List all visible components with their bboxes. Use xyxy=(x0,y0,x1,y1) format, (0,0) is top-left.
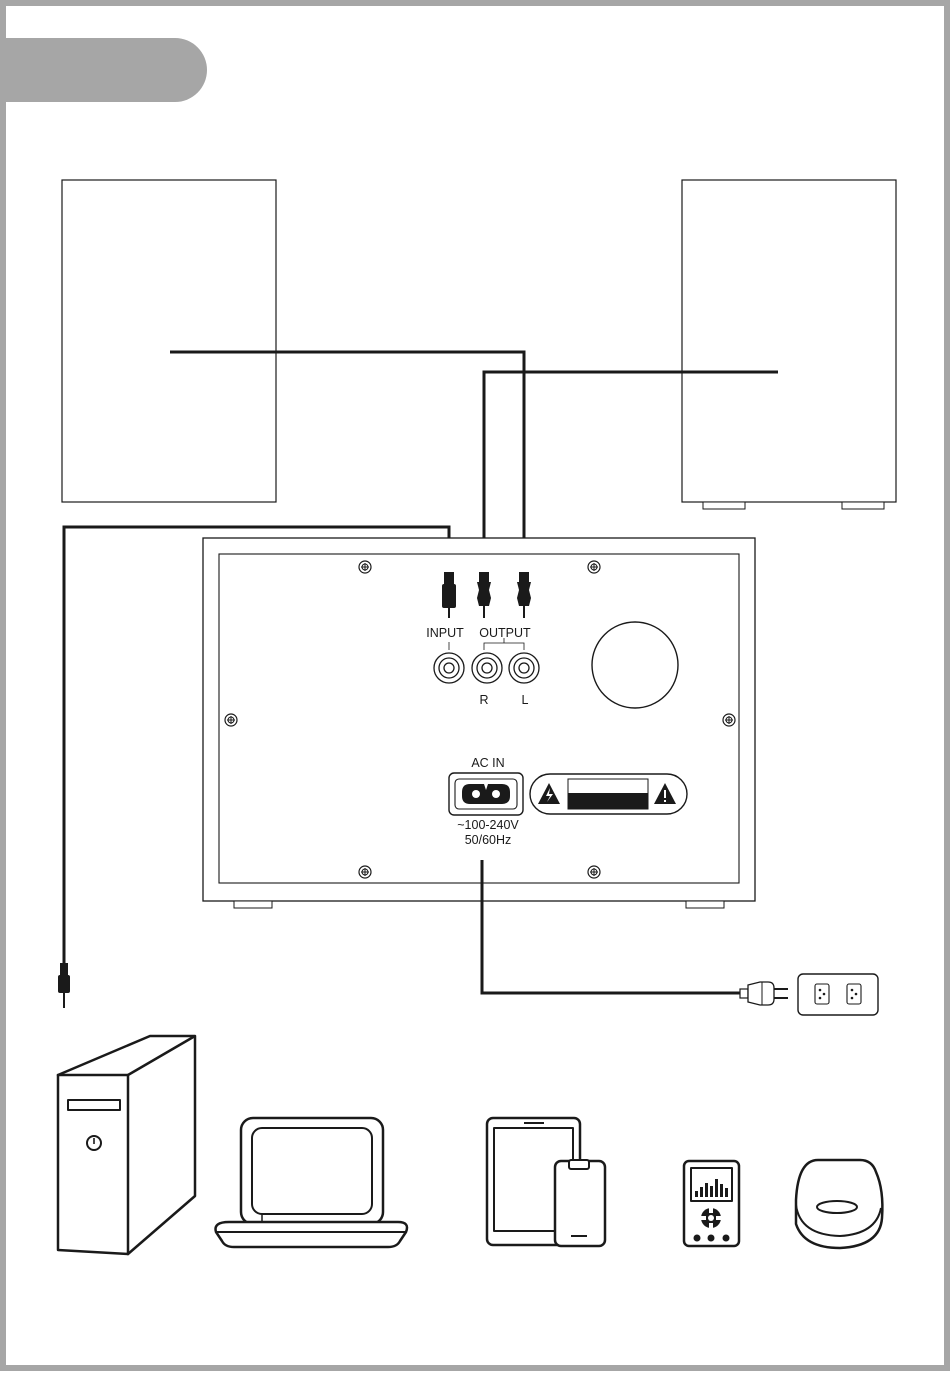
screw-icon xyxy=(359,866,371,878)
ac-in-label: AC IN xyxy=(471,756,504,770)
right-speaker-icon xyxy=(682,180,896,509)
laptop-icon xyxy=(216,1118,407,1247)
right-channel-label: R xyxy=(479,693,488,707)
mp3-player-icon xyxy=(684,1161,739,1246)
warning-label-icon xyxy=(530,774,687,814)
screw-icon xyxy=(723,714,735,726)
voltage-label: ~100-240V xyxy=(457,818,519,832)
section-header-tab xyxy=(6,38,207,102)
bass-port-icon xyxy=(592,622,678,708)
input-jack-icon xyxy=(434,653,464,683)
output-jack-l-icon xyxy=(509,653,539,683)
audio-jack-plug-icon xyxy=(58,963,70,1008)
output-jack-label: OUTPUT xyxy=(479,626,531,640)
ac-inlet-icon xyxy=(449,773,523,815)
screw-icon xyxy=(359,561,371,573)
frequency-label: 50/60Hz xyxy=(465,833,512,847)
screw-icon xyxy=(588,866,600,878)
output-jack-r-icon xyxy=(472,653,502,683)
cd-player-icon xyxy=(796,1160,882,1248)
power-plug-icon xyxy=(740,982,788,1005)
screw-icon xyxy=(225,714,237,726)
screw-icon xyxy=(588,561,600,573)
left-channel-label: L xyxy=(522,693,529,707)
desktop-pc-icon xyxy=(58,1036,195,1254)
left-speaker-icon xyxy=(62,180,276,502)
wall-socket-icon xyxy=(798,974,878,1015)
smartphone-icon xyxy=(555,1160,605,1246)
input-jack-label: INPUT xyxy=(426,626,464,640)
